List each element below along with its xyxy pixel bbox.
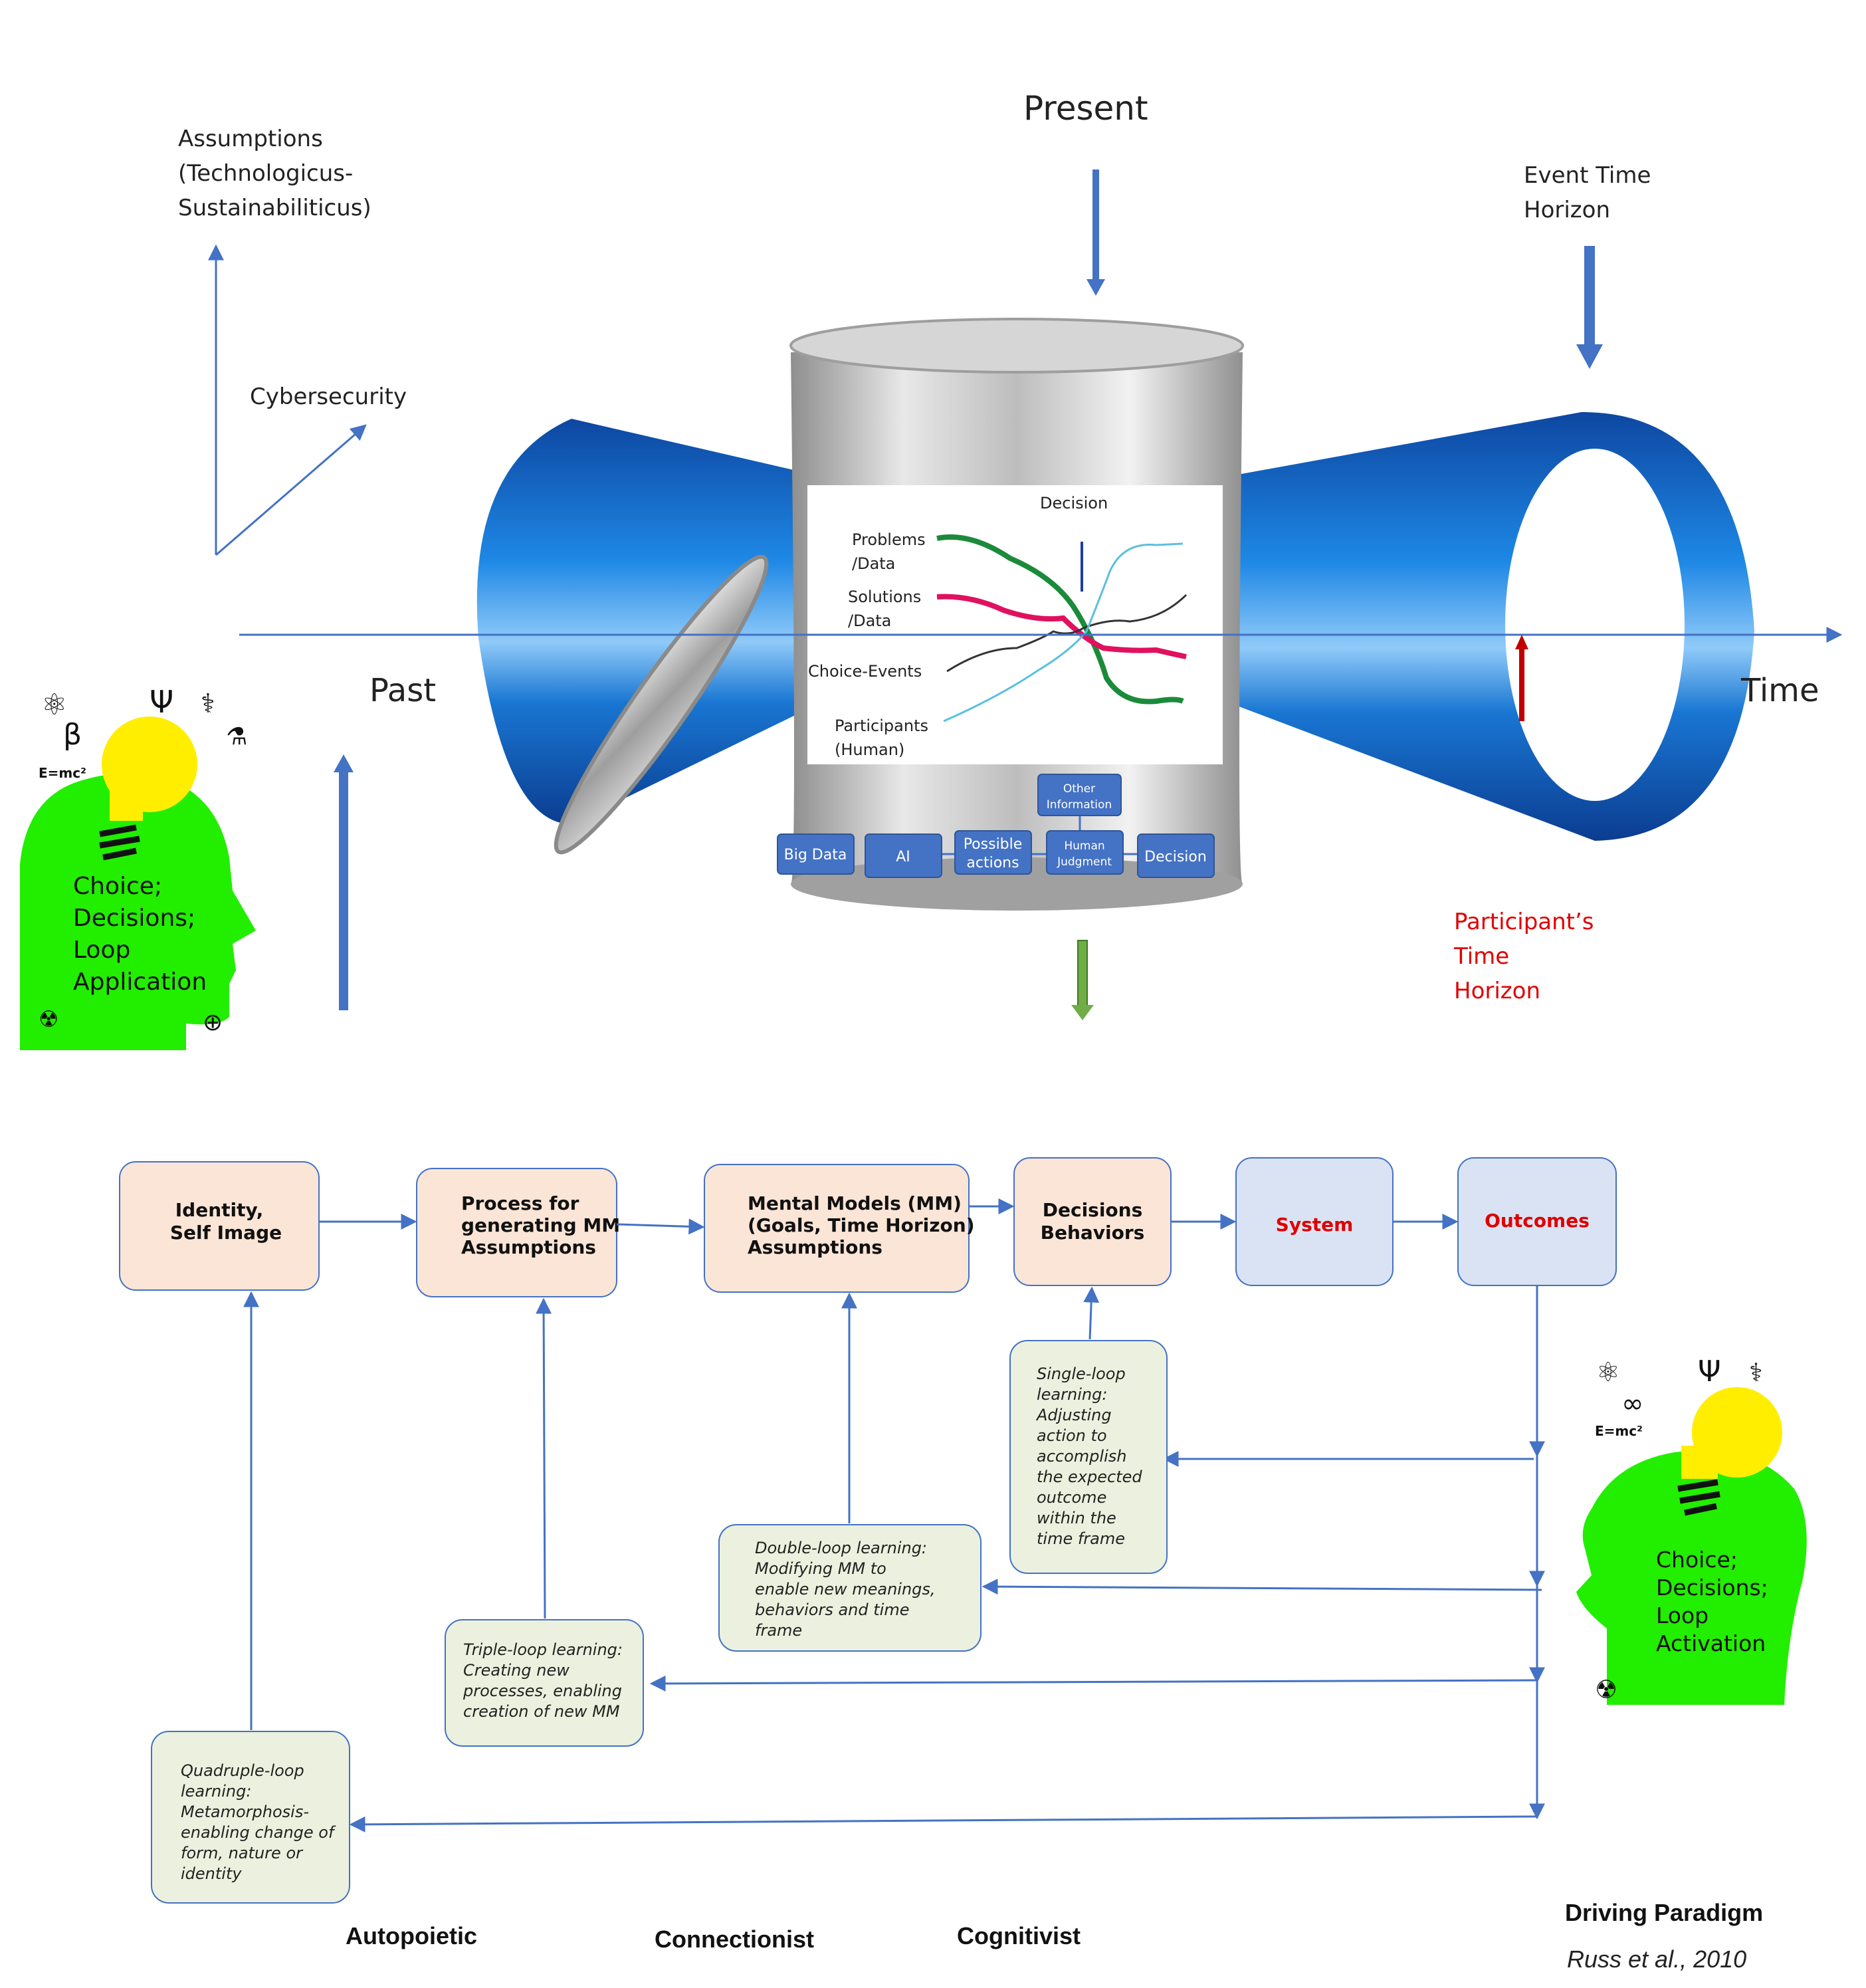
can-box-ai	[865, 833, 942, 878]
cybersecurity-label: Cybersecurity	[250, 384, 407, 410]
svg-text:Identity,Self Image: Identity,Self Image	[170, 1199, 282, 1244]
svg-text:System: System	[1276, 1214, 1354, 1236]
quadruple-loop-box	[151, 1731, 350, 1904]
globe-icon: ⊕	[203, 1009, 223, 1036]
single-loop-box	[1009, 1340, 1168, 1574]
can-box-big-data	[777, 833, 855, 875]
loop-boxes: Single-loop learning: Adjusting action t…	[151, 1340, 1168, 1904]
past-cone	[476, 419, 831, 824]
svg-text:Outcomes: Outcomes	[1485, 1210, 1590, 1232]
radiation-icon-bottom: ☢	[1595, 1675, 1617, 1704]
past-label: Past	[369, 672, 436, 709]
can-row-problems: Problems /Data	[852, 530, 930, 573]
can-row-solutions: Solutions /Data	[848, 588, 926, 630]
connectionist-label: Connectionist	[655, 1926, 814, 1953]
svg-text:Choice; Decisions;: Choice; Decisions; Loop Activation	[1656, 1547, 1775, 1656]
present-label: Present	[1023, 89, 1148, 128]
can-output-arrow	[1071, 940, 1094, 1020]
flow-arrows	[243, 1198, 1545, 1832]
citation-label: Russ et al., 2010	[1567, 1945, 1746, 1973]
radiation-icon: ☢	[39, 1006, 58, 1033]
can-box-decision	[1137, 833, 1215, 878]
caduceus-icon-bottom: ⚕	[1749, 1358, 1763, 1387]
emc2-icon-bottom: E=mc²	[1595, 1423, 1643, 1439]
can-lid	[554, 554, 769, 855]
svg-text:Quadruple-loop learning:: Quadruple-loop learning: Metamorphosis- …	[181, 1761, 339, 1883]
can-row-choice-events: Choice-Events	[808, 662, 922, 681]
can-row-participants: Participants (Human)	[835, 717, 934, 759]
emc2-icon: E=mc²	[39, 765, 86, 781]
solutions-line	[936, 594, 1187, 659]
identity-box	[119, 1161, 320, 1291]
can-chart-decision-label: Decision	[1040, 494, 1108, 512]
beta-icon: β	[63, 718, 82, 752]
svg-text:Mental Models (MM)(Goals, Tim: Mental Models (MM)(Goals, Time Horizon)A…	[748, 1192, 975, 1258]
future-cone-opening	[1505, 449, 1685, 801]
can-chart-panel	[807, 485, 1223, 764]
assumptions-label: Assumptions (Technologicus- Sustainabili…	[178, 126, 371, 221]
cognitivist-label: Cognitivist	[957, 1922, 1081, 1949]
svg-text:AI: AI	[896, 849, 910, 865]
participants-line	[943, 542, 1184, 722]
caduceus-icon: ⚕	[201, 689, 215, 719]
event-horizon-arrow	[1576, 246, 1603, 369]
head-illustration-bottom: ⚛ ∞ Ψ ⚕ E=mc² ☢ Choice; Decisions; Loop …	[1576, 1355, 1807, 1705]
cybersecurity-axis	[215, 424, 367, 556]
svg-text:Choice; Decisions;: Choice; Decisions; Loop Application	[73, 873, 207, 996]
double-loop-box	[718, 1524, 982, 1652]
participant-time-horizon-label: Participant’s Time Horizon	[1453, 909, 1601, 1004]
can-box-human-judgment	[1046, 830, 1124, 875]
svg-text:Double-loop learning: Mo: Double-loop learning: Modifying MM to en…	[755, 1539, 940, 1640]
psi-icon-bottom: Ψ	[1698, 1355, 1721, 1388]
psi-icon: Ψ	[150, 684, 173, 720]
time-label: Time	[1740, 672, 1819, 709]
can-box-possible-actions	[954, 830, 1032, 875]
driving-paradigm-label: Driving Paradigm	[1565, 1899, 1763, 1926]
svg-text:Decision: Decision	[1144, 849, 1207, 865]
can-box-other-information	[1037, 774, 1122, 816]
can-top-rim	[789, 318, 1244, 374]
present-arrow	[1087, 169, 1105, 296]
svg-text:Triple-loop learning: Cr: Triple-loop learning: Creating new proce…	[463, 1640, 628, 1721]
event-time-horizon-label: Event Time Horizon	[1524, 162, 1658, 223]
flask-icon: ⚗	[226, 723, 247, 750]
triple-loop-box	[445, 1619, 644, 1747]
participant-horizon-arrow	[1515, 635, 1528, 721]
atom-icon: ⚛	[41, 688, 67, 722]
head-illustration-top: ⚛ β Ψ ⚕ ⚗ E=mc² ⊕ ☢ Choice; Decisions; L…	[20, 684, 256, 1050]
past-up-arrow	[334, 754, 354, 1010]
infinity-icon: ∞	[1621, 1388, 1643, 1419]
svg-text:Big Data: Big Data	[784, 847, 847, 863]
choice-events-line	[946, 594, 1188, 673]
atom-icon-bottom: ⚛	[1596, 1357, 1620, 1388]
svg-text:Single-loop learning:: Single-loop learning: Adjusting action t…	[1035, 1365, 1147, 1548]
autopoietic-label: Autopoietic	[346, 1922, 477, 1949]
process-box	[416, 1168, 617, 1297]
